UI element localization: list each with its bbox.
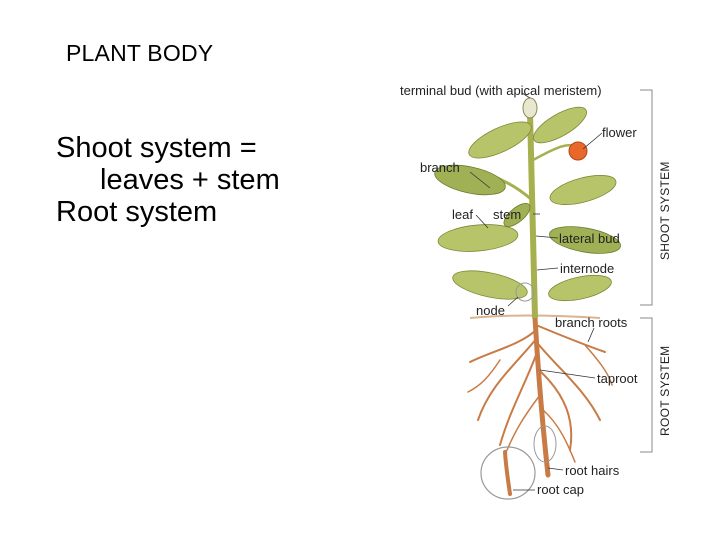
bullet-shoot-components: leaves + stem (100, 164, 280, 196)
root-system-bracket (640, 317, 653, 453)
label-root-system: ROOT SYSTEM (658, 346, 672, 436)
shoot-system-bracket (640, 89, 653, 306)
label-flower: flower (602, 125, 637, 140)
root-system-illustration (467, 315, 613, 478)
root-tip-circle (533, 425, 557, 463)
leader-lines (469, 92, 603, 491)
bullet-root-system: Root system (56, 196, 218, 228)
leaves (434, 106, 621, 302)
slide-title: PLANT BODY (66, 40, 214, 66)
label-taproot: taproot (597, 371, 638, 386)
label-leaf: leaf (452, 207, 473, 222)
label-root-hairs: root hairs (565, 463, 620, 478)
node-marker (515, 282, 535, 302)
root-tip-magnified (480, 446, 536, 500)
soil-line (469, 314, 601, 319)
terminal-bud (522, 97, 538, 119)
label-root-cap: root cap (537, 482, 584, 497)
label-lateral-bud: lateral bud (559, 231, 620, 246)
bullet-list: Shoot system = leaves + stem Root system (56, 132, 280, 228)
stem (527, 111, 538, 319)
label-internode: internode (560, 261, 614, 276)
label-branch: branch (420, 160, 460, 175)
label-terminal-bud: terminal bud (with apical meristem) (400, 83, 602, 98)
flower-illustration (568, 141, 588, 161)
label-shoot-system: SHOOT SYSTEM (658, 161, 672, 260)
label-node: node (476, 303, 505, 318)
label-stem: stem (493, 207, 521, 222)
label-branch-roots: branch roots (555, 315, 628, 330)
bullet-shoot-system: Shoot system = (56, 132, 257, 164)
